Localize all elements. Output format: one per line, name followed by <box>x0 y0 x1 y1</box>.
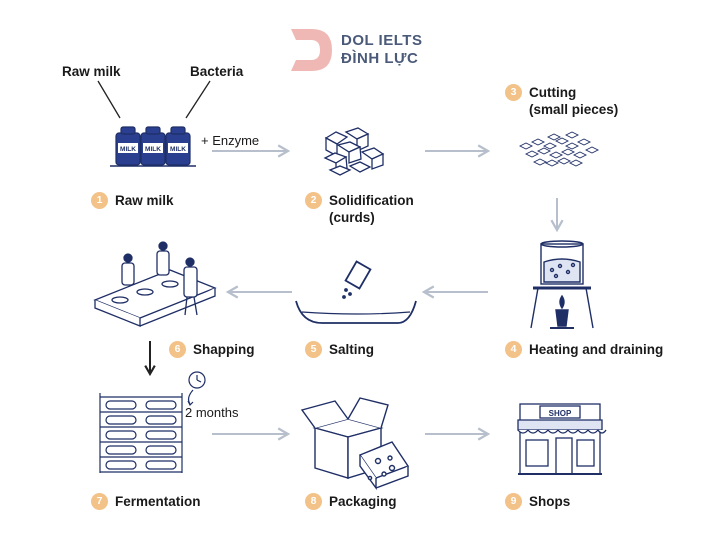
raw-milk-input-label: Raw milk <box>62 64 121 79</box>
step-label-raw-milk: Raw milk <box>115 193 174 208</box>
bacteria-input-line <box>185 80 211 119</box>
clock-icon <box>187 371 206 407</box>
svg-text:MILK: MILK <box>120 146 136 153</box>
step-label-packaging: Packaging <box>329 494 397 509</box>
step-number-badge: 3 <box>505 84 522 101</box>
brand-subname: ĐÌNH LỰC <box>341 50 419 67</box>
step-label-fermentation: Fermentation <box>115 494 201 509</box>
step-number-badge: 2 <box>305 192 322 209</box>
step-label-shaping: Shapping <box>193 342 255 357</box>
step-label-solidification: Solidification (curds) <box>329 193 414 225</box>
svg-text:SHOP: SHOP <box>549 409 572 418</box>
curds-icon <box>323 127 385 176</box>
package-cheese-icon <box>300 397 410 491</box>
duration-label: 2 months <box>185 405 239 420</box>
step-number-badge: 1 <box>91 192 108 209</box>
step-number-badge: 6 <box>169 341 186 358</box>
salting-dish-icon <box>295 260 417 324</box>
brand-name: DOL IELTS <box>341 32 423 49</box>
small-pieces-icon <box>518 131 600 167</box>
step-number-badge: 8 <box>305 493 322 510</box>
raw-milk-input-line <box>97 80 121 119</box>
milk-cans-icon: MILK MILK MILK <box>110 126 196 167</box>
step-number-badge: 7 <box>91 493 108 510</box>
svg-text:MILK: MILK <box>145 146 161 153</box>
step-label-heating: Heating and draining <box>529 342 664 357</box>
step-number-badge: 4 <box>505 341 522 358</box>
fermentation-shelves-icon <box>99 393 183 473</box>
shaping-workers-icon <box>93 241 217 327</box>
step-number-badge: 5 <box>305 341 322 358</box>
svg-text:MILK: MILK <box>170 146 186 153</box>
step-number-badge: 9 <box>505 493 522 510</box>
enzyme-label: + Enzyme <box>201 133 260 148</box>
step-label-cutting: Cutting (small pieces) <box>529 85 619 117</box>
shop-building-icon: SHOP <box>517 403 607 475</box>
heating-apparatus-icon <box>530 240 594 329</box>
step-label-salting: Salting <box>329 342 375 357</box>
brand-logo-icon <box>291 29 332 71</box>
step-label-shops: Shops <box>529 494 571 509</box>
bacteria-input-label: Bacteria <box>190 64 244 79</box>
